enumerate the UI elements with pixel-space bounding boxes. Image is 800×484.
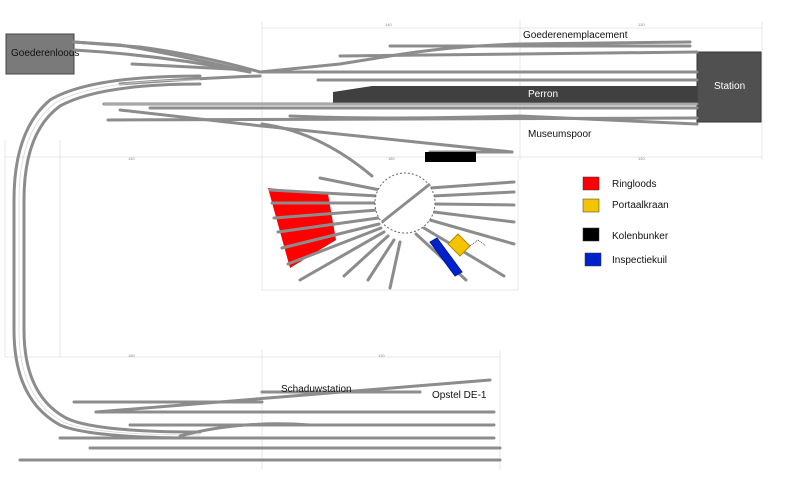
goederenloods-building xyxy=(5,33,75,75)
legend-label-portaalkraan: Portaalkraan xyxy=(612,200,669,211)
legend-label-ringloods: Ringloods xyxy=(612,179,656,190)
perron-label: Perron xyxy=(528,89,558,100)
station-label: Station xyxy=(714,81,745,92)
dim-top-a: 140 xyxy=(385,22,392,27)
dim-mid-b: 180 xyxy=(388,156,395,161)
dim-top-b: 130 xyxy=(638,22,645,27)
goederenemplacement-label: Goederenemplacement xyxy=(523,30,628,41)
goederenloods-label: Goederenloods xyxy=(11,48,79,59)
legend-label-kolenbunker: Kolenbunker xyxy=(612,231,669,242)
legend-label-inspectiekuil: Inspectiekuil xyxy=(612,255,667,266)
lower-yard-tracks xyxy=(18,378,502,462)
dim-bot-a: 180 xyxy=(128,353,135,358)
legend-swatch-inspectiekuil xyxy=(584,252,602,267)
inspectiekuil-pit xyxy=(429,237,463,277)
turntable-bridge xyxy=(381,182,431,224)
legend-swatch-ringloods xyxy=(582,176,600,191)
legend: Ringloods Portaalkraan Kolenbunker Inspe… xyxy=(582,176,669,267)
dim-bot-b: 130 xyxy=(378,353,385,358)
upper-yard-tracks xyxy=(72,40,699,178)
loop-tracks xyxy=(12,74,202,440)
dim-mid-a: 140 xyxy=(128,156,135,161)
opstel-label: Opstel DE-1 xyxy=(432,390,487,401)
kolenbunker xyxy=(425,152,476,162)
dim-mid-c: 120 xyxy=(638,156,645,161)
schaduwstation-label: Schaduwstation xyxy=(281,384,352,395)
dimension-lines xyxy=(4,20,763,470)
dimension-labels: 140 130 140 180 120 180 130 xyxy=(128,22,645,358)
legend-swatch-portaalkraan xyxy=(582,198,600,213)
museumspoor-label: Museumspoor xyxy=(528,129,592,140)
perron-platform xyxy=(333,86,697,103)
legend-swatch-kolenbunker xyxy=(582,227,600,242)
turntable-area xyxy=(268,152,516,290)
